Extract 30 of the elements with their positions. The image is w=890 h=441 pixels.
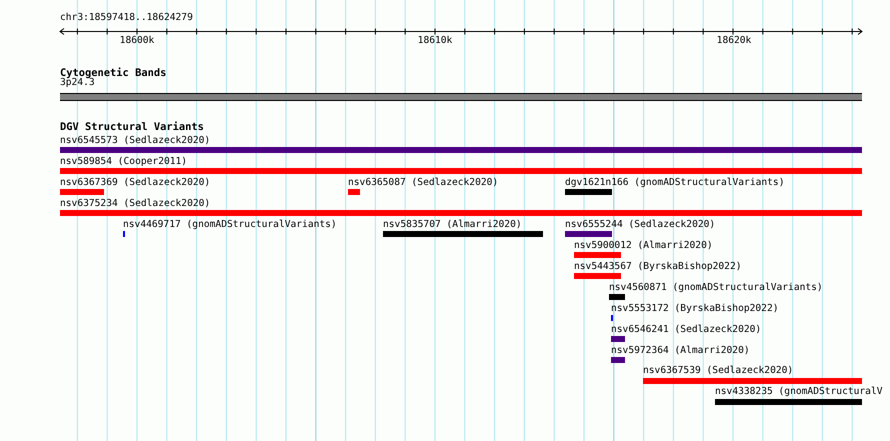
variant-feature xyxy=(383,219,543,237)
feature-label: nsv5900012 (Almarri2020) xyxy=(574,240,713,251)
variant-feature xyxy=(60,135,862,153)
feature-label: nsv5553172 (ByrskaBishop2022) xyxy=(611,303,779,314)
feature-label: nsv4560871 (gnomADStructuralVariants) xyxy=(609,282,823,293)
feature-label: nsv6375234 (Sedlazeck2020) xyxy=(60,198,210,209)
feature-label: dgv1621n166 (gnomADStructuralVariants) xyxy=(565,177,784,188)
variant-feature xyxy=(60,156,862,174)
feature-label: nsv6546241 (Sedlazeck2020) xyxy=(611,324,762,335)
feature-label: nsv6365087 (Sedlazeck2020) xyxy=(348,177,498,188)
track-title: DGV Structural Variants xyxy=(60,122,204,133)
feature-label: nsv6545573 (Sedlazeck2020) xyxy=(60,135,210,146)
track-title: Cytogenetic Bands xyxy=(60,68,166,79)
feature-label: nsv4469717 (gnomADStructuralVariants) xyxy=(123,219,337,230)
feature-label: nsv6367369 (Sedlazeck2020) xyxy=(60,177,210,188)
band-label: 3p24.3 xyxy=(60,77,95,88)
feature-label: nsv6555244 (Sedlazeck2020) xyxy=(565,219,716,230)
feature-label: nsv5835707 (Almarri2020) xyxy=(383,219,522,230)
variant-feature xyxy=(60,198,862,216)
feature-label: nsv589854 (Cooper2011) xyxy=(60,156,188,167)
tick-label: 18600k xyxy=(120,35,154,46)
tick-label: 18610k xyxy=(418,35,452,46)
variant-feature xyxy=(643,365,862,384)
feature-label: nsv5443567 (ByrskaBishop2022) xyxy=(574,261,742,272)
feature-label: nsv4338235 (gnomADStructuralV xyxy=(715,386,883,397)
feature-label: nsv6367539 (Sedlazeck2020) xyxy=(643,365,794,376)
cytoband-feature xyxy=(60,77,862,101)
feature-label: nsv5972364 (Almarri2020) xyxy=(611,345,750,356)
tick-label: 18620k xyxy=(716,35,752,46)
region-label: chr3:18597418..18624279 xyxy=(60,12,193,23)
